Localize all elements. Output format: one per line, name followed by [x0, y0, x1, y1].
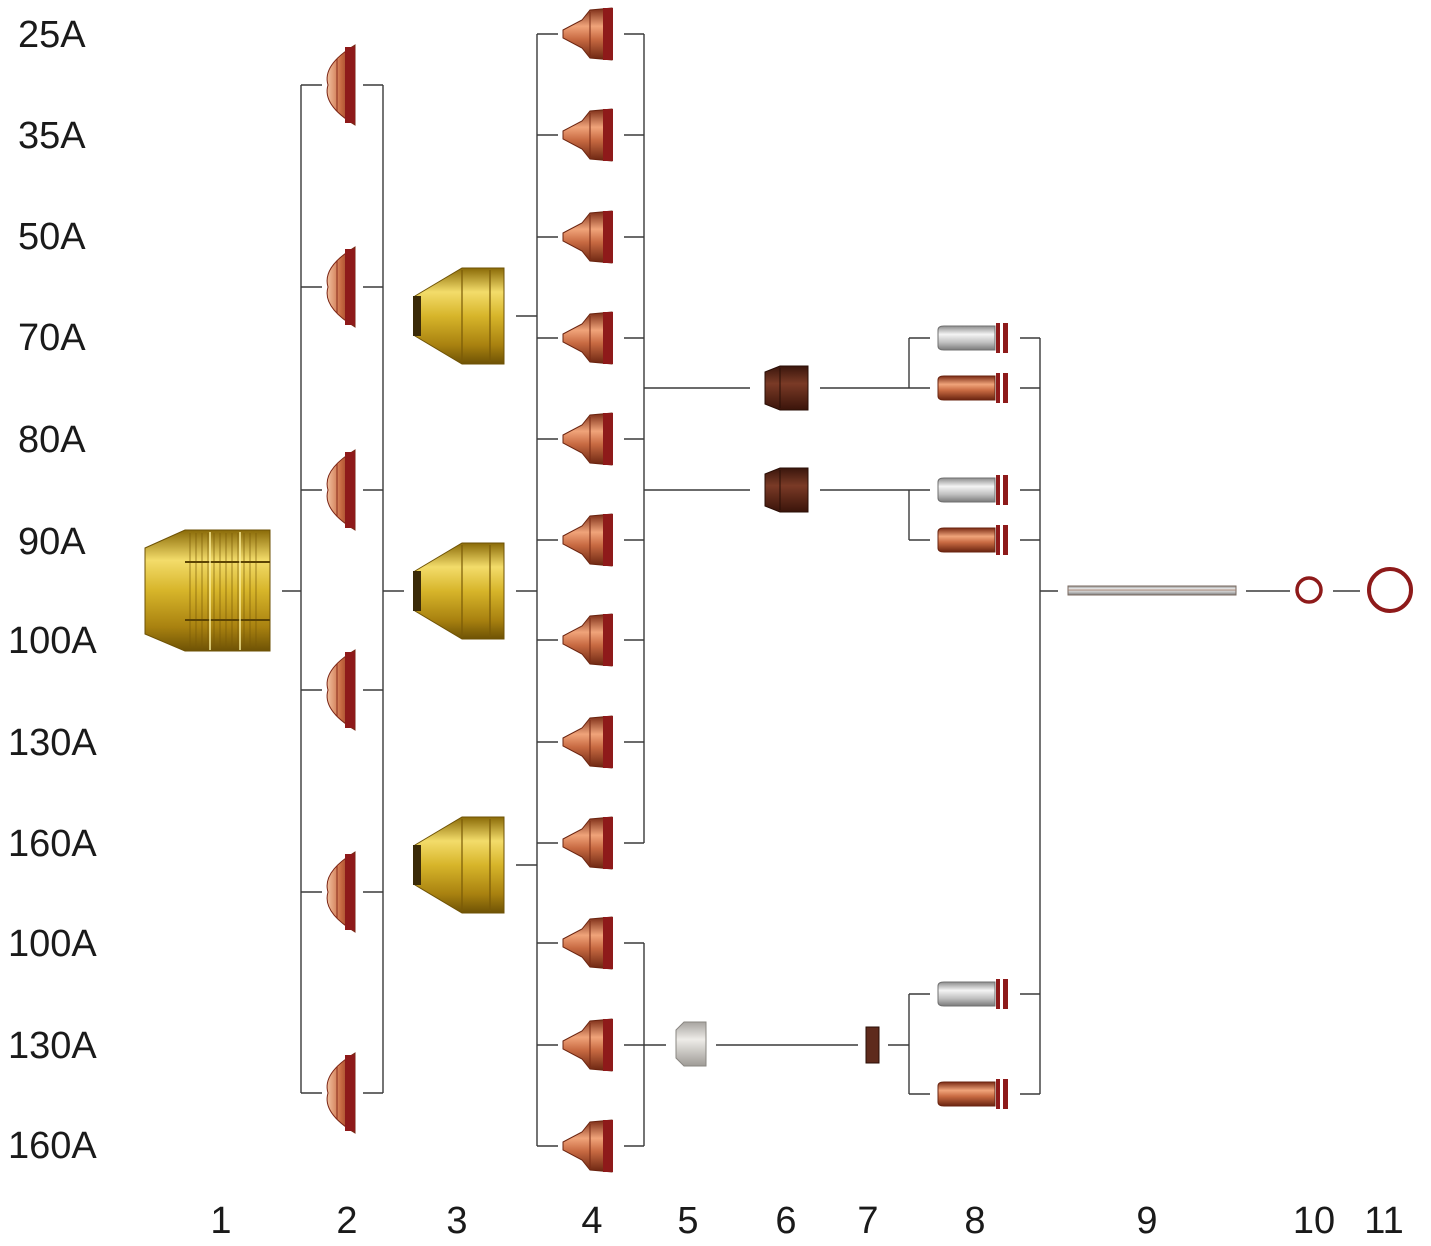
nozzle-icon	[562, 916, 613, 970]
nozzle-icon	[562, 7, 613, 61]
row-label-12: 160A	[8, 1125, 97, 1167]
row-label-7: 100A	[8, 620, 97, 662]
shield-icon	[326, 449, 356, 531]
shield-icon	[326, 649, 356, 731]
row-label-8: 130A	[8, 722, 97, 764]
column-label-2: 2	[336, 1200, 358, 1242]
electrode-copper-icon	[937, 1079, 1008, 1109]
column-label-4: 4	[581, 1200, 603, 1242]
connector-lines	[282, 33, 1360, 1147]
column-label-10: 10	[1292, 1200, 1336, 1242]
column-label-3: 3	[446, 1200, 468, 1242]
nozzle-icon	[562, 108, 613, 162]
electrode-silver-icon	[937, 323, 1008, 353]
swirl-ring-small-icon	[865, 1026, 880, 1064]
water-tube-icon	[1067, 585, 1237, 596]
shield-icon	[326, 1052, 356, 1134]
electrode-silver-icon	[937, 979, 1008, 1009]
row-label-4: 70A	[18, 317, 86, 359]
retaining-cap-inner-icon	[413, 816, 505, 914]
electrode-copper-icon	[937, 373, 1008, 403]
nozzle-icon	[562, 816, 613, 870]
shield-icon	[326, 246, 356, 328]
swirl-ring-icon	[764, 365, 809, 411]
retaining-cap-inner-icon	[413, 267, 505, 365]
column-label-8: 8	[964, 1200, 986, 1242]
swirl-ring-icon	[764, 467, 809, 513]
electrode-copper-icon	[937, 525, 1008, 555]
column-label-6: 6	[775, 1200, 797, 1242]
column-label-7: 7	[857, 1200, 879, 1242]
nozzle-icon	[562, 311, 613, 365]
row-label-3: 50A	[18, 216, 86, 258]
row-label-6: 90A	[18, 521, 86, 563]
electrode-silver-icon	[937, 475, 1008, 505]
swirl-ring-white-icon	[675, 1021, 707, 1067]
row-label-9: 160A	[8, 823, 97, 865]
column-label-1: 1	[210, 1200, 232, 1242]
row-label-5: 80A	[18, 419, 86, 461]
retaining-cap-icon	[144, 529, 271, 652]
shield-icon	[326, 44, 356, 126]
nozzle-icon	[562, 210, 613, 264]
row-label-1: 25A	[18, 14, 86, 56]
nozzle-icon	[562, 613, 613, 667]
retaining-cap-inner-icon	[413, 542, 505, 640]
parts-layer	[144, 7, 1413, 1173]
nozzle-icon	[562, 513, 613, 567]
row-label-2: 35A	[18, 115, 86, 157]
o-ring-large-icon	[1367, 567, 1413, 613]
column-label-5: 5	[677, 1200, 699, 1242]
nozzle-icon	[562, 412, 613, 466]
column-label-9: 9	[1136, 1200, 1158, 1242]
o-ring-small-icon	[1295, 576, 1323, 604]
nozzle-icon	[562, 1119, 613, 1173]
nozzle-icon	[562, 1018, 613, 1072]
row-label-11: 130A	[8, 1025, 97, 1067]
row-label-10: 100A	[8, 923, 97, 965]
nozzle-icon	[562, 715, 613, 769]
shield-icon	[326, 851, 356, 933]
column-label-11: 11	[1364, 1200, 1404, 1242]
